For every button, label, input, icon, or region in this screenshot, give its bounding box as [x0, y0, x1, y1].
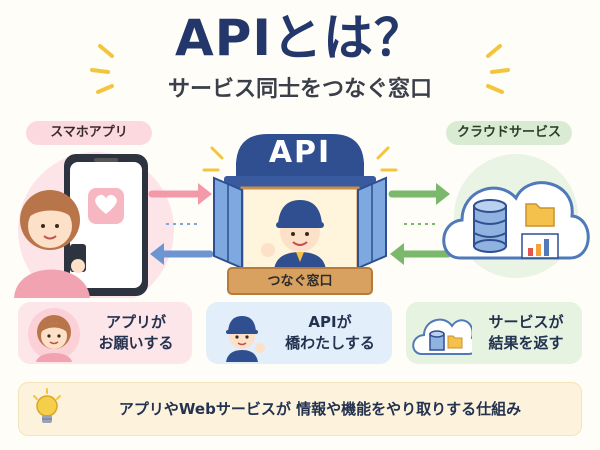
arrow-icon-left — [390, 243, 404, 265]
arrow-icon-right — [436, 183, 450, 205]
card-service-returns-text: サービスが 結果を返す — [474, 312, 578, 354]
smartphone-app-label: スマホアプリ — [26, 121, 152, 145]
card-app-requests-text: アプリが お願いする — [84, 312, 188, 354]
sparkle-icon-right — [486, 44, 510, 94]
sparkle-icon-left — [90, 44, 114, 94]
cloud-service-illustration — [442, 154, 590, 278]
connecting-window-caption: つなぐ窓口 — [267, 274, 333, 289]
chart-icon — [521, 233, 559, 259]
card-api-line2: 橋わたしする — [285, 334, 375, 352]
page-title: APIとは？ — [175, 9, 425, 67]
folder-icon — [525, 203, 555, 227]
arrow-icon-right — [198, 183, 212, 205]
arrow-icon-left — [150, 243, 164, 265]
sparkle-icon-window-left — [202, 146, 224, 172]
heart-icon — [95, 194, 117, 214]
card-api-bridges-text: APIが 橋わたしする — [272, 312, 388, 354]
api-window-illustration — [213, 134, 387, 295]
right-arrows — [388, 183, 452, 265]
card-api-line1: APIが — [308, 313, 352, 331]
staff-cap — [278, 200, 322, 224]
cloud-service-label: クラウドサービス — [446, 121, 572, 145]
page-subtitle: サービス同士をつなぐ窓口 — [167, 77, 432, 102]
card-service-line2: 結果を返す — [488, 334, 564, 352]
api-sign: API — [268, 135, 332, 170]
left-arrows — [148, 183, 214, 265]
sparkle-icon-window-right — [376, 146, 398, 172]
summary-text: アプリやWebサービスが 情報や機能をやり取りする仕組み — [118, 400, 522, 418]
woman-face — [28, 204, 72, 248]
card-app-line2: お願いする — [98, 334, 174, 352]
database-icon — [473, 199, 507, 253]
cloud-database-icon — [412, 318, 472, 355]
staff-icon — [226, 316, 265, 362]
lightbulb-icon — [33, 388, 61, 423]
summary-bar — [18, 382, 582, 436]
card-service-line1: サービスが — [488, 313, 564, 331]
card-app-line1: アプリが — [105, 313, 166, 331]
woman-icon — [28, 308, 80, 362]
smartphone-app-illustration — [14, 152, 174, 298]
